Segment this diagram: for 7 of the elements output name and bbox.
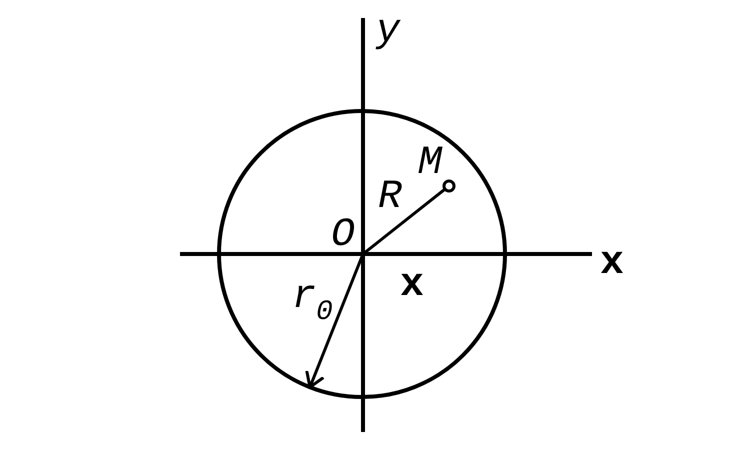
coordinate-label: x [400, 268, 424, 304]
axis-label: x [600, 246, 624, 282]
origin-label: O [331, 218, 362, 254]
edge-label: R [378, 180, 402, 216]
edge-label: r$_{0}$ [292, 280, 333, 330]
point-label: M [418, 146, 442, 182]
axis-label: y [376, 14, 400, 50]
